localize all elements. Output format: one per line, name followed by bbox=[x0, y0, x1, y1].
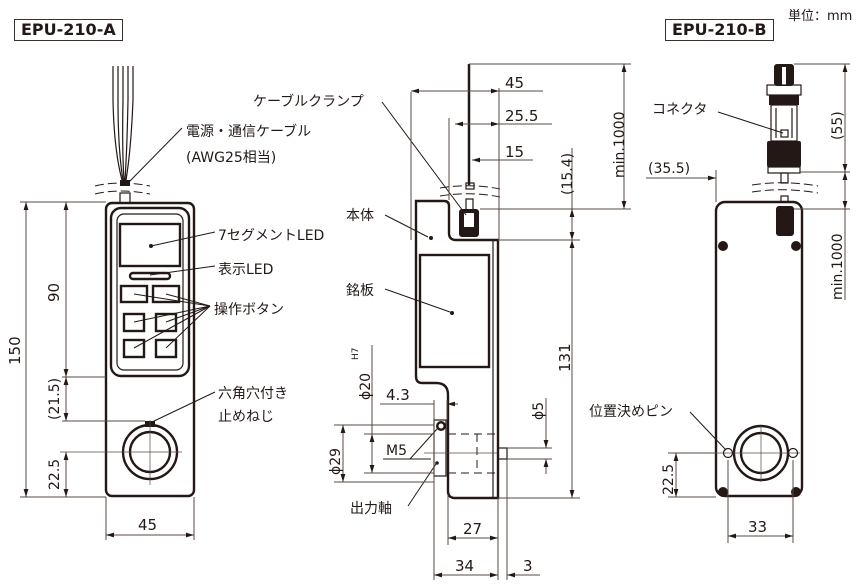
dim-depth-15: 15 bbox=[505, 143, 524, 161]
button bbox=[122, 338, 146, 359]
label-set-screw-1: 六角穴付き bbox=[218, 386, 288, 402]
cable-break-mark bbox=[94, 182, 151, 195]
model-a-dimensions bbox=[20, 201, 195, 540]
label-nameplate: 銘板 bbox=[346, 283, 374, 299]
label-connector: コネクタ bbox=[652, 102, 707, 118]
dim-34: 34 bbox=[455, 557, 474, 575]
dim-bore-phi20: ϕ20 bbox=[358, 373, 374, 400]
dim-connector-offset: (35.5) bbox=[648, 161, 690, 177]
button bbox=[122, 312, 146, 333]
label-cable-clamp: ケーブルクランプ bbox=[253, 93, 364, 110]
dim-depth-45: 45 bbox=[505, 74, 524, 92]
label-segment-led: 7セグメントLED bbox=[218, 228, 324, 244]
label-cable: 電源・通信ケーブル bbox=[186, 123, 311, 140]
dim-gap: (21.5) bbox=[47, 378, 63, 420]
side-view-dimensions bbox=[334, 63, 631, 580]
model-b-leaders bbox=[689, 111, 784, 451]
indicator-led bbox=[128, 271, 172, 281]
model-a-title: EPU-210-A bbox=[14, 19, 123, 41]
dim-height-131: 131 bbox=[556, 343, 574, 372]
nameplate bbox=[418, 253, 491, 369]
dim-connector-length: (55) bbox=[830, 111, 846, 140]
label-set-screw-2: 止めねじ bbox=[218, 409, 274, 425]
unit-label: 単位：mm bbox=[788, 9, 853, 24]
model-a-front-view bbox=[60, 66, 196, 498]
dim-pin-pitch: 33 bbox=[748, 518, 767, 536]
label-thread-m5: M5 bbox=[386, 443, 407, 459]
dim-bore-tolerance: H7 bbox=[351, 348, 361, 361]
dim-cable-length-a: min.1000 bbox=[612, 112, 628, 178]
dim-total-height: 150 bbox=[6, 336, 24, 365]
body-b-outline bbox=[714, 200, 804, 498]
dim-clamp-height: (15.4) bbox=[560, 153, 576, 195]
locating-pin bbox=[787, 447, 799, 459]
label-body: 本体 bbox=[346, 208, 374, 224]
dim-pin-phi5: ϕ5 bbox=[531, 402, 547, 420]
dim-cable-length-b: min.1000 bbox=[830, 234, 846, 300]
dim-hub-phi29: ϕ29 bbox=[328, 448, 344, 475]
label-buttons: 操作ボタン bbox=[214, 302, 284, 318]
locating-pin bbox=[722, 447, 734, 459]
model-a-leaders bbox=[127, 127, 216, 423]
dim-depth-25-5: 25.5 bbox=[505, 107, 538, 125]
model-b-dimensions bbox=[646, 63, 850, 543]
dim-width: 45 bbox=[138, 516, 157, 534]
dim-27: 27 bbox=[463, 520, 482, 538]
button bbox=[154, 338, 178, 359]
dim-shaft-from-bottom-b: 22.5 bbox=[661, 464, 677, 495]
dim-shaft-from-bottom: 22.5 bbox=[47, 459, 63, 490]
dim-panel-height: 90 bbox=[45, 283, 63, 302]
side-view bbox=[414, 64, 508, 500]
label-locating-pin: 位置決めピン bbox=[589, 404, 673, 420]
label-output-shaft: 出力軸 bbox=[350, 501, 392, 517]
dim-3: 3 bbox=[523, 557, 533, 575]
model-b-title: EPU-210-B bbox=[665, 19, 774, 41]
dim-offset-4-3: 4.3 bbox=[386, 386, 410, 404]
label-indicator-led: 表示LED bbox=[218, 262, 273, 278]
label-cable-spec: (AWG25相当) bbox=[186, 150, 276, 166]
button bbox=[154, 312, 178, 333]
connector-body bbox=[770, 104, 798, 142]
model-b-front-view bbox=[672, 64, 819, 498]
cable-wires bbox=[112, 66, 134, 186]
